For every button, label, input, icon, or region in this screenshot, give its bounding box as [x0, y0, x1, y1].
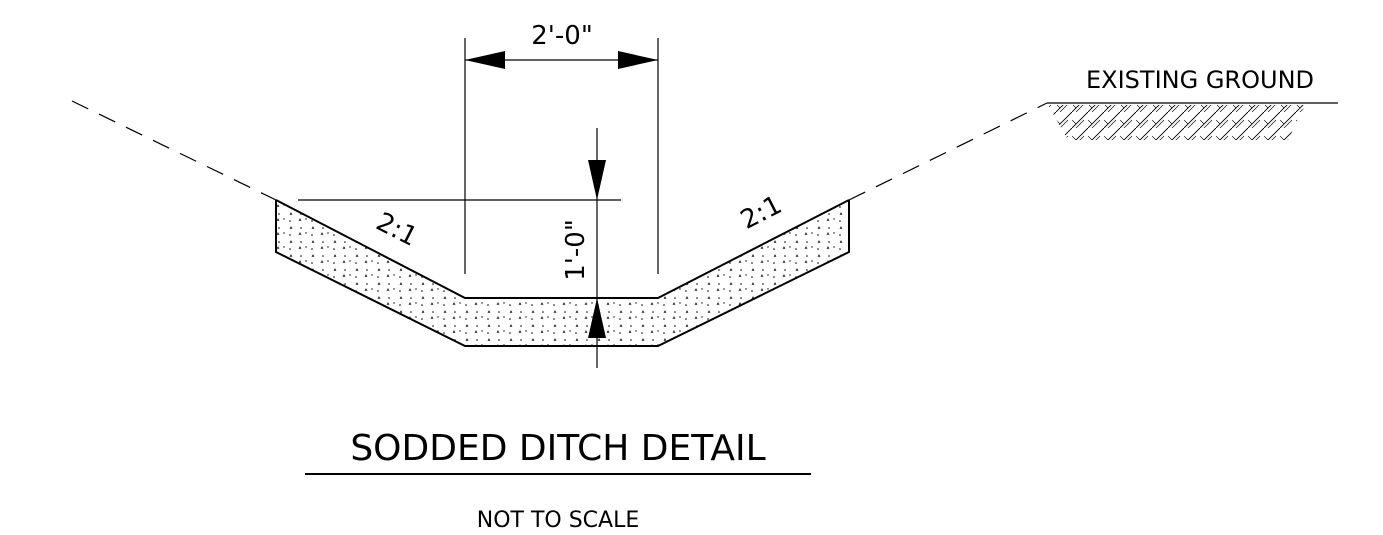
left-slope-label: 2:1: [371, 207, 422, 253]
width-arrow-left-icon: [465, 51, 505, 69]
detail-title: SODDED DITCH DETAIL: [350, 428, 765, 469]
ground-hatch-icon: [1048, 105, 1305, 140]
depth-arrow-top-icon: [588, 160, 606, 200]
depth-dimension-label: 1'-0": [561, 219, 591, 281]
sod-layer: [276, 200, 849, 346]
width-arrow-right-icon: [618, 51, 658, 69]
ditch-profile-bottom: [275, 200, 850, 347]
existing-ground-left-line: [71, 100, 277, 201]
width-dimension-label: 2'-0": [531, 21, 593, 51]
depth-arrow-bottom-icon: [588, 298, 606, 338]
detail-subtitle: NOT TO SCALE: [477, 508, 640, 533]
existing-ground-label: EXISTING GROUND: [1086, 66, 1314, 94]
existing-ground-right-line: [848, 102, 1048, 201]
ditch-profile-top: [275, 199, 850, 299]
right-slope-label: 2:1: [736, 190, 787, 236]
